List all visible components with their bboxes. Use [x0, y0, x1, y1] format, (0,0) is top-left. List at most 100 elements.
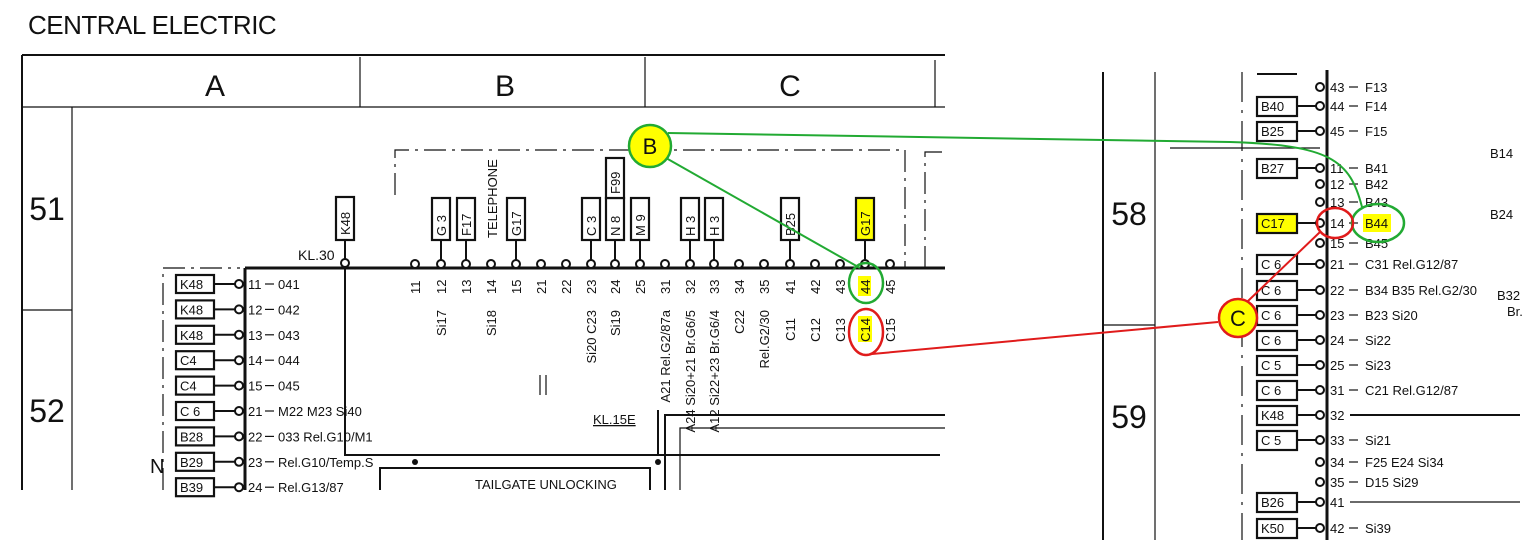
terminal-number: 31 — [658, 280, 673, 294]
terminal-note: Si17 — [434, 310, 449, 336]
terminal — [1315, 238, 1325, 248]
terminal-number: 21 — [1330, 257, 1344, 272]
telephone-label: TELEPHONE — [485, 159, 500, 238]
terminal-number: 12 — [1330, 177, 1344, 192]
terminal — [1315, 523, 1325, 533]
terminal-text: 045 — [278, 379, 300, 394]
terminal-text: M22 M23 Si40 — [278, 404, 362, 419]
terminal-note: C12 — [808, 318, 823, 342]
terminal — [610, 259, 620, 269]
highlight — [858, 276, 871, 296]
terminal-number: 43 — [833, 280, 848, 294]
terminal — [461, 259, 471, 269]
terminal-number: 15 — [1330, 236, 1344, 251]
terminal-number: 42 — [808, 280, 823, 294]
red-link — [1247, 231, 1321, 302]
terminal-number: 22 — [559, 280, 574, 294]
component-label: B29 — [180, 455, 203, 470]
terminal-note: C13 — [833, 318, 848, 342]
component-label: G17 — [509, 211, 524, 236]
component-label: C 6 — [180, 404, 200, 419]
terminal — [511, 259, 521, 269]
terminal-text: D15 Si29 — [1365, 475, 1418, 490]
terminal-text: F25 E24 Si34 — [1365, 455, 1444, 470]
terminal-note: C15 — [883, 318, 898, 342]
terminal — [685, 259, 695, 269]
terminal-number: 22 — [248, 429, 262, 444]
terminal-number: 44 — [1330, 99, 1344, 114]
terminal — [759, 259, 769, 269]
terminal-number: 41 — [1330, 495, 1344, 510]
terminal-text: F13 — [1365, 80, 1387, 95]
terminal-note: C11 — [783, 318, 798, 341]
terminal-text: B23 Si20 — [1365, 308, 1418, 323]
terminal-number: 35 — [757, 280, 772, 294]
terminal-number: 13 — [248, 328, 262, 343]
terminal-text: B44 — [1365, 216, 1388, 231]
terminal-text: 033 Rel.G10/M1 — [278, 429, 373, 444]
terminal — [586, 259, 596, 269]
side-label: B14 — [1490, 146, 1513, 161]
component-label: B39 — [180, 480, 203, 495]
component-label: B40 — [1261, 99, 1284, 114]
terminal — [410, 259, 420, 269]
terminal — [1315, 126, 1325, 136]
terminal-text: Si39 — [1365, 521, 1391, 536]
terminal-text: B34 B35 Rel.G2/30 — [1365, 283, 1477, 298]
terminal-number: 44 — [858, 280, 873, 294]
terminal-note: Si18 — [484, 310, 499, 336]
terminal-note: Si19 — [608, 310, 623, 336]
terminal-number: 21 — [248, 404, 262, 419]
column-header: A — [205, 70, 225, 103]
callout-c-circle — [1217, 297, 1259, 339]
terminal-number: 32 — [683, 280, 698, 294]
terminal — [436, 259, 446, 269]
terminal-number: 12 — [434, 280, 449, 294]
terminal — [340, 258, 350, 268]
terminal — [234, 380, 244, 391]
callout-c-label: C — [1230, 306, 1246, 331]
red-link — [871, 321, 1219, 355]
terminal-text: Si23 — [1365, 358, 1391, 373]
component-label: C 3 — [584, 216, 599, 236]
terminal-text: C31 Rel.G12/87 — [1365, 257, 1458, 272]
terminal — [1315, 197, 1325, 207]
component-label: G17 — [858, 211, 873, 236]
terminal-number: 34 — [1330, 455, 1344, 470]
column-header: C — [779, 70, 801, 103]
terminal-number: 25 — [633, 280, 648, 294]
terminal — [234, 329, 244, 340]
row-label: 52 — [29, 393, 65, 429]
terminal-number: 14 — [1330, 216, 1344, 231]
terminal — [734, 259, 744, 269]
component-label: C 5 — [1261, 433, 1281, 448]
terminal-text: F15 — [1365, 124, 1387, 139]
terminal-number: 24 — [248, 480, 262, 495]
right-terminal-34: 34 F25 E24 Si34 — [1315, 455, 1444, 470]
terminal — [234, 279, 244, 289]
terminal — [785, 259, 795, 269]
component-label: G 3 — [434, 215, 449, 236]
terminal-number: 24 — [1330, 333, 1344, 348]
terminal-number: 45 — [1330, 124, 1344, 139]
component-label: C 5 — [1261, 358, 1281, 373]
